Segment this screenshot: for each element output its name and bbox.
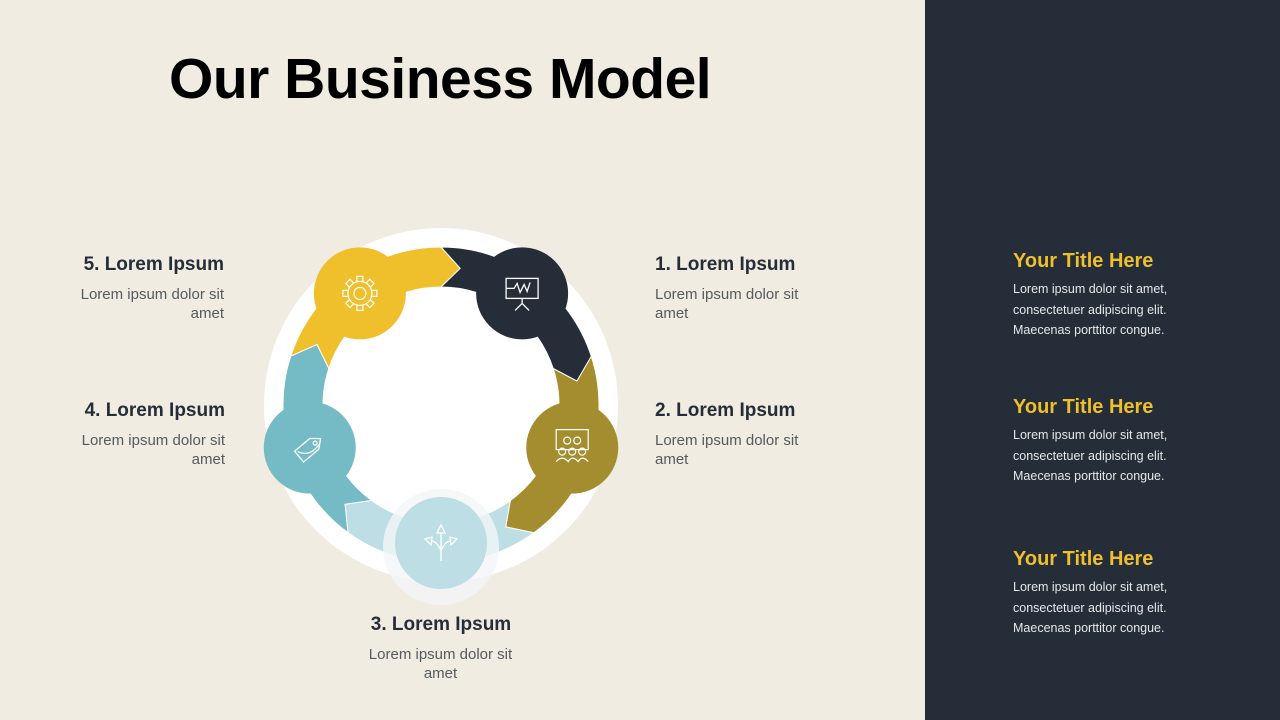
step-node-2 <box>526 401 619 494</box>
node-circle <box>476 247 569 340</box>
presentation-chart-icon <box>505 277 539 311</box>
card-body: Lorem ipsum dolor sit amet, consectetuer… <box>1013 580 1168 635</box>
step-title: 3. Lorem Ipsum <box>370 614 512 635</box>
sidebar-card-1: Your Title Here Lorem ipsum dolor sit am… <box>1013 250 1203 341</box>
node-circle <box>263 401 356 494</box>
step-text: Lorem ipsum dolor sit amet <box>655 286 799 322</box>
card-title: Your Title Here <box>1013 548 1154 570</box>
step-4: 4. Lorem Ipsum Lorem ipsum dolor sit ame… <box>55 400 225 469</box>
gear-icon <box>342 275 378 311</box>
card-title: Your Title Here <box>1013 250 1154 272</box>
page-title: Our Business Model <box>169 47 712 111</box>
step-text: Lorem ipsum dolor sit amet <box>368 646 513 682</box>
step-node-4 <box>263 401 356 494</box>
step-1: 1. Lorem Ipsum Lorem ipsum dolor sit ame… <box>655 254 825 323</box>
step-text: Lorem ipsum dolor sit amet <box>655 432 799 468</box>
step-5: 5. Lorem Ipsum Lorem ipsum dolor sit ame… <box>54 254 224 323</box>
step-2: 2. Lorem Ipsum Lorem ipsum dolor sit ame… <box>655 400 825 469</box>
price-tag-icon <box>293 437 322 463</box>
cycle-diagram <box>263 228 619 605</box>
sidebar-card-3: Your Title Here Lorem ipsum dolor sit am… <box>1013 548 1203 639</box>
sidebar-card-2: Your Title Here Lorem ipsum dolor sit am… <box>1013 396 1203 487</box>
step-node-1 <box>476 247 569 340</box>
step-text: Lorem ipsum dolor sit amet <box>81 432 225 468</box>
card-body: Lorem ipsum dolor sit amet, consectetuer… <box>1013 428 1168 483</box>
step-title: 1. Lorem Ipsum <box>655 254 796 275</box>
audience-icon <box>555 429 589 463</box>
card-title: Your Title Here <box>1013 396 1154 418</box>
card-body: Lorem ipsum dolor sit amet, consectetuer… <box>1013 282 1168 337</box>
split-arrows-icon <box>423 523 459 561</box>
step-node-3 <box>383 489 499 605</box>
step-title: 4. Lorem Ipsum <box>84 400 225 421</box>
sidebar-panel <box>925 0 1280 720</box>
step-title: 5. Lorem Ipsum <box>83 254 224 275</box>
step-title: 2. Lorem Ipsum <box>655 400 796 421</box>
step-node-5 <box>313 247 406 340</box>
step-text: Lorem ipsum dolor sit amet <box>80 286 224 322</box>
step-3: 3. Lorem Ipsum Lorem ipsum dolor sit ame… <box>356 614 526 683</box>
